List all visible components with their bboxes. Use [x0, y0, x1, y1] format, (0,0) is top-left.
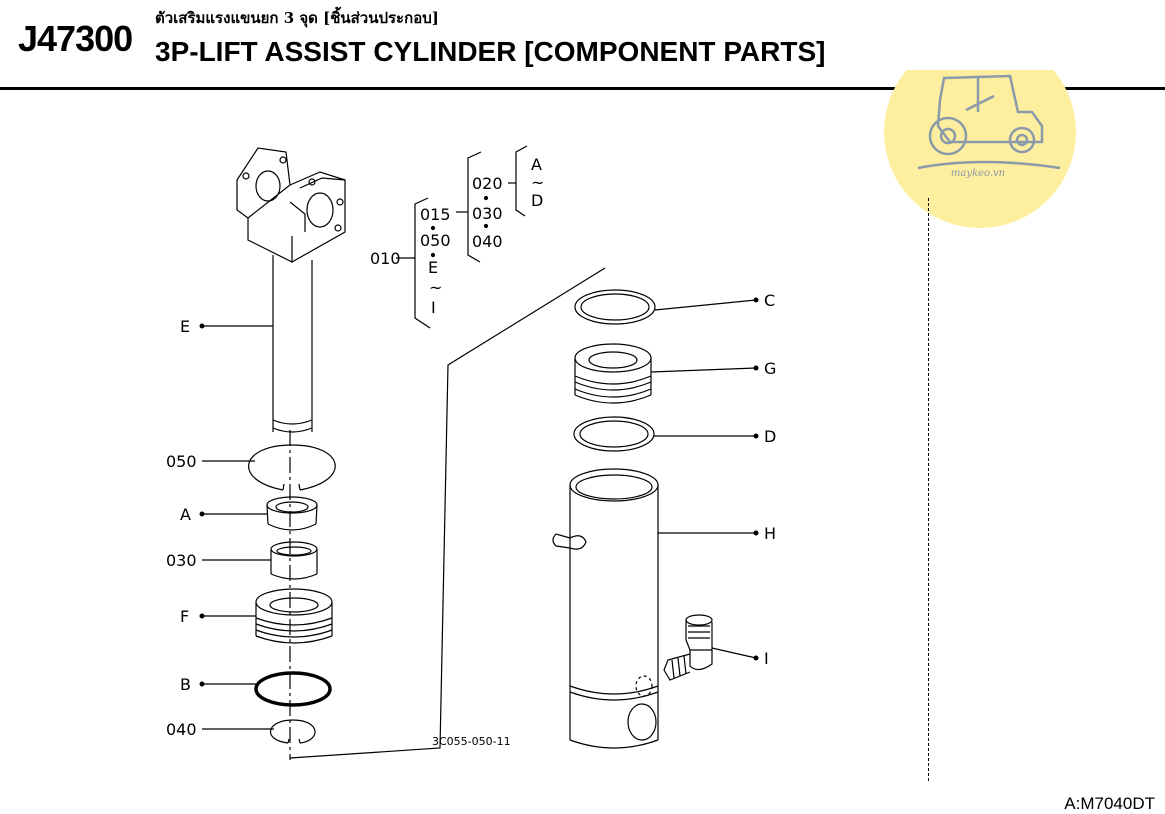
tree-l1-item: ~: [429, 278, 442, 297]
title-english: 3P-LIFT ASSIST CYLINDER [COMPONENT PARTS…: [155, 36, 826, 67]
tree-l3-item: ~: [531, 173, 544, 192]
callout-label: 030: [166, 551, 197, 570]
leader-dots: [199, 297, 759, 687]
tree-l1-item: E: [428, 258, 438, 277]
part-a: [266, 496, 318, 531]
part-050: [248, 444, 336, 491]
tree-l1-item: 050: [420, 231, 451, 250]
tree-l3-item: A: [531, 155, 542, 174]
part-i: [663, 614, 713, 681]
callout-label: I: [764, 649, 769, 668]
part-f: [255, 588, 333, 644]
tree-l1-item: 015: [420, 205, 451, 224]
callout-label: E: [180, 317, 190, 336]
callout-label: F: [180, 607, 189, 626]
part-h: [552, 468, 659, 749]
callout-label: B: [180, 675, 191, 694]
callout-label: 040: [166, 720, 197, 739]
callout-label: 050: [166, 452, 197, 471]
callout-label: C: [764, 291, 775, 310]
part-030: [270, 541, 318, 580]
callout-label: A: [180, 505, 191, 524]
header-rule: [0, 87, 1165, 90]
watermark-circle: [884, 36, 1076, 228]
callout-label: D: [764, 427, 776, 446]
part-c: [574, 289, 656, 325]
piston-rod: [236, 147, 346, 433]
tree-l2-item: 040: [472, 232, 503, 251]
callout-label: G: [764, 359, 776, 378]
watermark: maykeo.vn: [882, 36, 1078, 230]
reference-tree: [396, 145, 528, 329]
watermark-text: maykeo.vn: [951, 168, 1005, 179]
part-b: [254, 671, 332, 707]
tree-root-label: 010: [370, 249, 401, 268]
tree-l2-item: 020: [472, 174, 503, 193]
callout-label: H: [764, 524, 776, 543]
tractor-icon: [917, 74, 1061, 170]
right-margin-dashed-line: [928, 198, 929, 781]
drawing-number: 3C055-050-11: [432, 735, 511, 748]
part-g: [574, 343, 652, 404]
model-code: A:M7040DT: [1064, 794, 1155, 813]
assembly-boundary: [289, 267, 606, 759]
tree-l1-item: I: [431, 298, 436, 317]
tree-l2-item: 030: [472, 204, 503, 223]
part-d: [573, 416, 655, 452]
part-code: J47300: [18, 18, 133, 59]
leader-lines: [202, 299, 757, 730]
tree-l3-item: D: [531, 191, 543, 210]
part-040: [269, 719, 316, 744]
title-thai: ตัวเสริมแรงแขนยก 3 จุด [ชิ้นส่วนประกอบ]: [155, 9, 439, 27]
